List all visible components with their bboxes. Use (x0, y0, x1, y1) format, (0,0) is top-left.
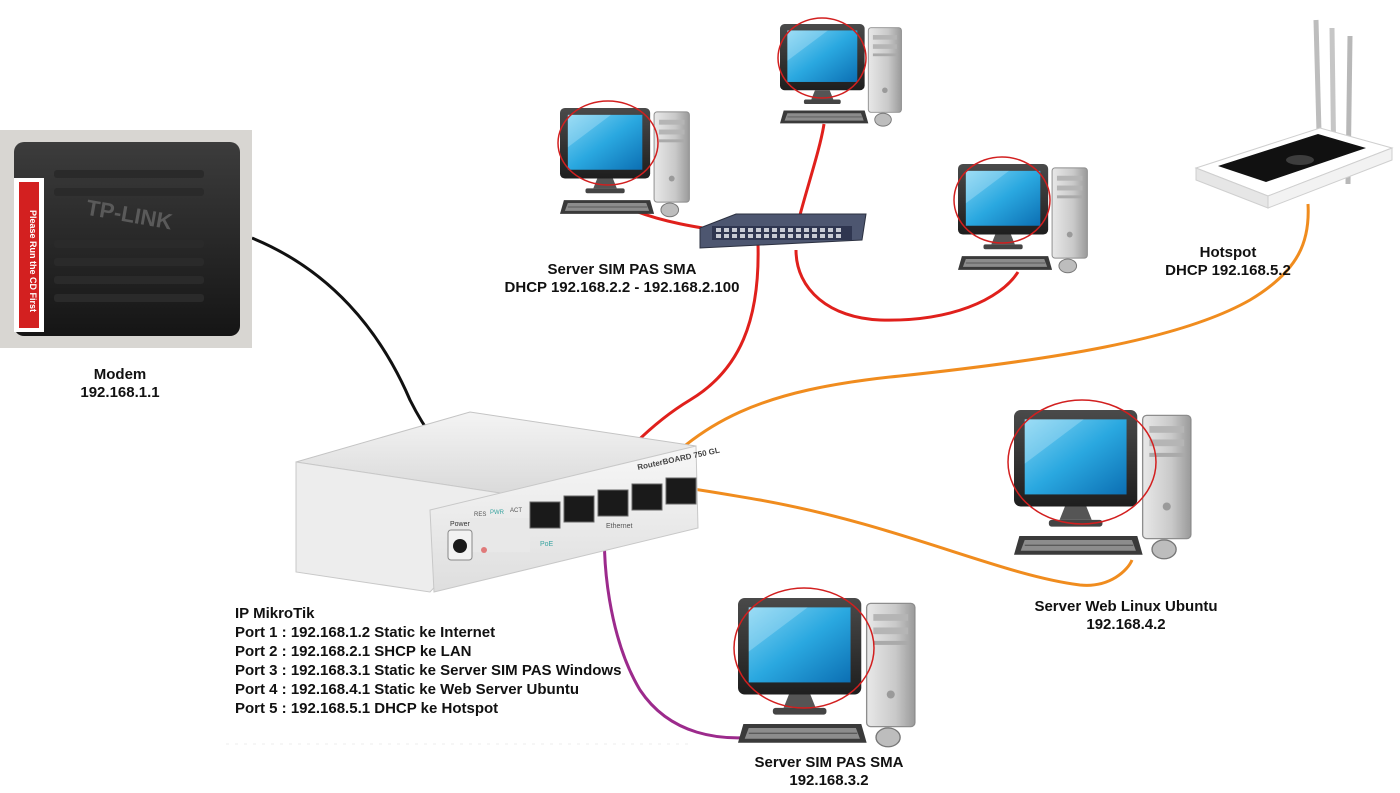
lan-server-name: Server SIM PAS SMA (547, 261, 697, 278)
modem-ip: 192.168.1.1 (80, 384, 160, 401)
windows-server-label: Server SIM PAS SMA 192.168.3.2 (734, 754, 924, 790)
router-power-label: Power (450, 521, 471, 528)
ubuntu-server-ip: 192.168.4.2 (1086, 616, 1166, 633)
ubuntu-server-label: Server Web Linux Ubuntu 192.168.4.2 (1010, 598, 1242, 634)
windows-server-ip: 192.168.3.2 (789, 772, 869, 789)
highlight-circle (733, 587, 875, 709)
mikrotik-title: IP MikroTik (235, 605, 315, 622)
router-port-label-act: ACT (510, 508, 522, 514)
highlight-circle (953, 156, 1051, 244)
pc-ubuntu-server (1007, 399, 1192, 560)
modem-name: Modem (93, 366, 147, 383)
hotspot-name: Hotspot (1199, 244, 1257, 261)
lan-server-dhcp: DHCP 192.168.2.2 - 192.168.2.100 (504, 279, 740, 296)
ethernet-port-3[interactable] (597, 489, 629, 517)
windows-server-cable (602, 507, 765, 740)
modem-sticker: Please Run the CD First (28, 210, 38, 312)
mikrotik-router: RouterBOARD 750 GL RES PWR ACT Power Eth… (295, 411, 721, 593)
lan-cable-pc-right (794, 249, 1020, 322)
pc-lan-left (557, 100, 690, 218)
ubuntu-server-name: Server Web Linux Ubuntu (1034, 598, 1218, 615)
ethernet-ports: Ethernet PoE (529, 477, 697, 548)
mikrotik-port-1: Port 1 : 192.168.1.2 Static ke Internet (235, 624, 496, 641)
lan-server-label: Server SIM PAS SMA DHCP 192.168.2.2 - 19… (470, 261, 774, 297)
hotspot-dhcp: DHCP 192.168.5.2 (1165, 262, 1291, 279)
mikrotik-port-3: Port 3 : 192.168.3.1 Static ke Server SI… (235, 662, 622, 679)
windows-server-name: Server SIM PAS SMA (754, 754, 904, 771)
hotspot-cable (638, 203, 1310, 491)
ethernet-port-2[interactable] (563, 495, 595, 523)
highlight-circle (1007, 399, 1157, 525)
mikrotik-port-4: Port 4 : 192.168.4.1 Static ke Web Serve… (235, 681, 580, 698)
highlight-circle (557, 100, 659, 186)
pc-lan-right (953, 156, 1088, 274)
mikrotik-ip-list: IP MikroTik Port 1 : 192.168.1.2 Static … (235, 604, 621, 718)
router-port-label-res: RES (474, 512, 486, 518)
mikrotik-port-2: Port 2 : 192.168.2.1 SHCP ke LAN (235, 643, 472, 660)
hotspot-router (1194, 19, 1394, 209)
modem-device: TP-LINK Please Run the CD First (0, 130, 252, 348)
router-ethernet-label: Ethernet (606, 523, 633, 530)
pc-lan-top (777, 17, 902, 127)
hotspot-label: Hotspot DHCP 192.168.5.2 (1140, 244, 1316, 280)
network-switch (699, 213, 867, 249)
modem-label: Modem 192.168.1.1 (60, 366, 180, 402)
mikrotik-port-5: Port 5 : 192.168.5.1 DHCP ke Hotspot (235, 700, 499, 717)
pc-windows-server (733, 587, 916, 748)
router-poe-label: PoE (540, 541, 554, 548)
highlight-circle (777, 17, 867, 99)
ethernet-port-5[interactable] (665, 477, 697, 505)
router-port-label-pwr: PWR (490, 510, 505, 516)
ethernet-port-1[interactable] (529, 501, 561, 529)
ethernet-port-4[interactable] (631, 483, 663, 511)
